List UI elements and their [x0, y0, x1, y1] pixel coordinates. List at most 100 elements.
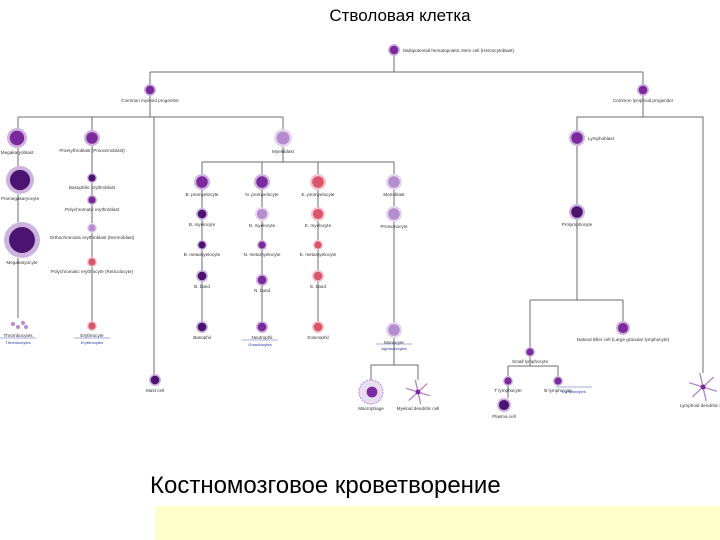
cell-label: B. promyelocyte	[186, 192, 219, 197]
connector-line	[201, 222, 395, 322]
hematopoiesis-diagram: Multipotential hematopoietic stem cell (…	[0, 44, 720, 419]
connector-line	[370, 338, 419, 380]
cell-node-b-lymphocyte: B lymphocyte	[544, 376, 572, 393]
cell-label: B. myelocyte	[189, 222, 216, 227]
group-labels: Thrombocytes Erythrocytes GranulocytesAgra…	[0, 337, 592, 394]
cell-node-polychromatic-erythroblast: Polychromatic erythroblast	[65, 195, 120, 212]
cell-node-e-myelocyte: E. myelocyte	[305, 207, 332, 228]
cell-node-e-metamyelocyte: E. metamyelocyte	[300, 240, 337, 257]
cell-node-b-metamyelocyte: B. metamyelocyte	[184, 240, 221, 257]
cell-node-e-promyelocyte: E. promyelocyte	[302, 174, 335, 197]
cell-node-b-promyelocyte: B. promyelocyte	[186, 174, 219, 197]
cell-node-proerythroblast: Proerythroblast (Pronormoblast)	[59, 130, 125, 153]
cell-nodes: Multipotential hematopoietic stem cell (…	[1, 44, 720, 419]
cell-label: N. metamyelocyte	[244, 252, 281, 257]
cell-label: Megakaryoblast	[1, 150, 34, 155]
cell-label: E. promyelocyte	[302, 192, 335, 197]
cell-node-monoblast: Monoblast	[383, 174, 405, 197]
cell-node-promegakaryocyte: Promegakaryocyte	[1, 166, 40, 201]
cell-node-monocyte: Monocyte	[384, 322, 404, 345]
cell-label: B lymphocyte	[544, 388, 572, 393]
cell-node-eosinophil: Eosinophil	[307, 321, 329, 340]
group-label-erythrocytes: Erythrocytes	[81, 340, 103, 345]
cell-label: Polychromatic erythrocyte (Reticulocyte)	[51, 269, 134, 274]
cell-label: Natural killer cell (Large granular lymp…	[577, 337, 670, 342]
cell-node-promonocyte: Promonocyte	[380, 206, 408, 229]
cell-label: Plasma cell	[492, 414, 516, 419]
cell-label: B. metamyelocyte	[184, 252, 221, 257]
cell-node-thrombocytes: Thrombocytes	[3, 321, 33, 338]
cell-node-t-lymphocyte: T lymphocyte	[494, 376, 522, 393]
cell-label: Thrombocytes	[3, 333, 33, 338]
cell-label: N. promyelocyte	[245, 192, 279, 197]
cell-label: Myeloid dendritic cell	[397, 406, 440, 411]
footer-band	[155, 506, 720, 540]
cell-label: Polychromatic erythroblast	[65, 207, 120, 212]
group-label-thrombocytes: Thrombocytes	[5, 340, 30, 345]
cell-node-n-promyelocyte: N. promyelocyte	[245, 174, 279, 197]
group-label-agranulocytes: Agranulocytes	[381, 346, 406, 351]
cell-node-small-lymphocyte: Small lymphocyte	[512, 347, 548, 364]
cell-label: Prolymphocyte	[562, 222, 593, 227]
cell-label: Promegakaryocyte	[1, 196, 40, 201]
connector-lines	[17, 56, 704, 398]
cell-label: Mast cell	[146, 388, 164, 393]
cell-label: Myeloblast	[272, 149, 295, 154]
cell-node-megakaryoblast: Megakaryoblast	[1, 128, 34, 155]
cell-label: E. metamyelocyte	[300, 252, 337, 257]
cell-node-lymphoblast: Lymphoblast	[569, 130, 615, 146]
group-label-lymphocytes: Lymphocytes	[562, 389, 585, 394]
cell-node-nk-cell: Natural killer cell (Large granular lymp…	[577, 321, 670, 342]
cell-label: B. band	[194, 284, 210, 289]
cell-node-myeloblast: Myeloblast	[272, 129, 295, 154]
cell-label: E. band	[310, 284, 326, 289]
cell-label: Small lymphocyte	[512, 359, 548, 364]
cell-node-orthochromatic-erythroblast: Orthochromatic erythroblast (Normoblast)	[50, 223, 135, 240]
cell-label: Common lymphoid progenitor	[613, 98, 674, 103]
cell-node-myeloid-dendritic: Myeloid dendritic cell	[397, 379, 440, 411]
cell-node-n-metamyelocyte: N. metamyelocyte	[244, 240, 281, 257]
connector-line	[17, 96, 284, 130]
cell-node-megakaryocyte: Megakaryocyte	[4, 222, 40, 265]
cell-node-b-band: B. band	[194, 270, 210, 289]
connector-line	[201, 147, 395, 174]
connector-line	[576, 96, 704, 373]
cell-label: Macrophage	[358, 406, 384, 411]
slide-caption: Костномозговое кроветворение	[150, 472, 501, 499]
connector-line	[201, 190, 395, 208]
cell-label: Monoblast	[383, 192, 405, 197]
cell-label: N. myelocyte	[249, 223, 276, 228]
cell-label: Proerythroblast (Pronormoblast)	[59, 148, 125, 153]
group-label-granulocytes: Granulocytes	[248, 342, 272, 347]
cell-node-b-myelocyte: B. myelocyte	[189, 208, 216, 227]
cell-node-polychromatic-erythrocyte: Polychromatic erythrocyte (Reticulocyte)	[51, 257, 134, 274]
cell-node-e-band: E. band	[310, 270, 326, 289]
cell-label: Neutrophil	[252, 335, 273, 340]
cell-label: Basophil	[193, 335, 211, 340]
cell-label: Lymphoblast	[588, 136, 615, 141]
connector-line	[529, 146, 624, 347]
cell-label: Orthochromatic erythroblast (Normoblast)	[50, 235, 135, 240]
cell-node-cmp: Common myeloid progenitor	[121, 84, 179, 103]
cell-label: Lymphoid dendritic cell	[680, 403, 720, 408]
connector-line	[149, 56, 644, 84]
cell-label: Eosinophil	[307, 335, 328, 340]
cell-label: Monocyte	[384, 340, 404, 345]
connector-line	[201, 220, 319, 274]
cell-node-clp: Common lymphoid progenitor	[613, 84, 674, 103]
cell-label: Promonocyte	[380, 224, 408, 229]
cell-node-macrophage: Macrophage	[358, 379, 384, 411]
cell-node-lymphoid-dendritic: Lymphoid dendritic cell	[680, 372, 720, 408]
cell-node-mast-cell: Mast cell	[146, 374, 164, 393]
cell-node-basophilic-erythroblast: Basophilic erythroblast	[69, 173, 116, 190]
cell-node-neutrophil: Neutrophil	[252, 321, 273, 340]
cell-node-hsc: Multipotential hematopoietic stem cell (…	[388, 44, 515, 56]
cell-label: Erythrocyte	[80, 333, 104, 338]
cell-label: Common myeloid progenitor	[121, 98, 179, 103]
cell-label: Megakaryocyte	[6, 260, 38, 265]
cell-node-basophil: Basophil	[193, 321, 211, 340]
cell-node-n-myelocyte: N. myelocyte	[249, 207, 276, 228]
cell-node-erythrocyte: Erythrocyte	[80, 321, 104, 338]
slide-title: Стволовая клетка	[329, 6, 471, 25]
cell-node-prolymphocyte: Prolymphocyte	[562, 204, 593, 227]
